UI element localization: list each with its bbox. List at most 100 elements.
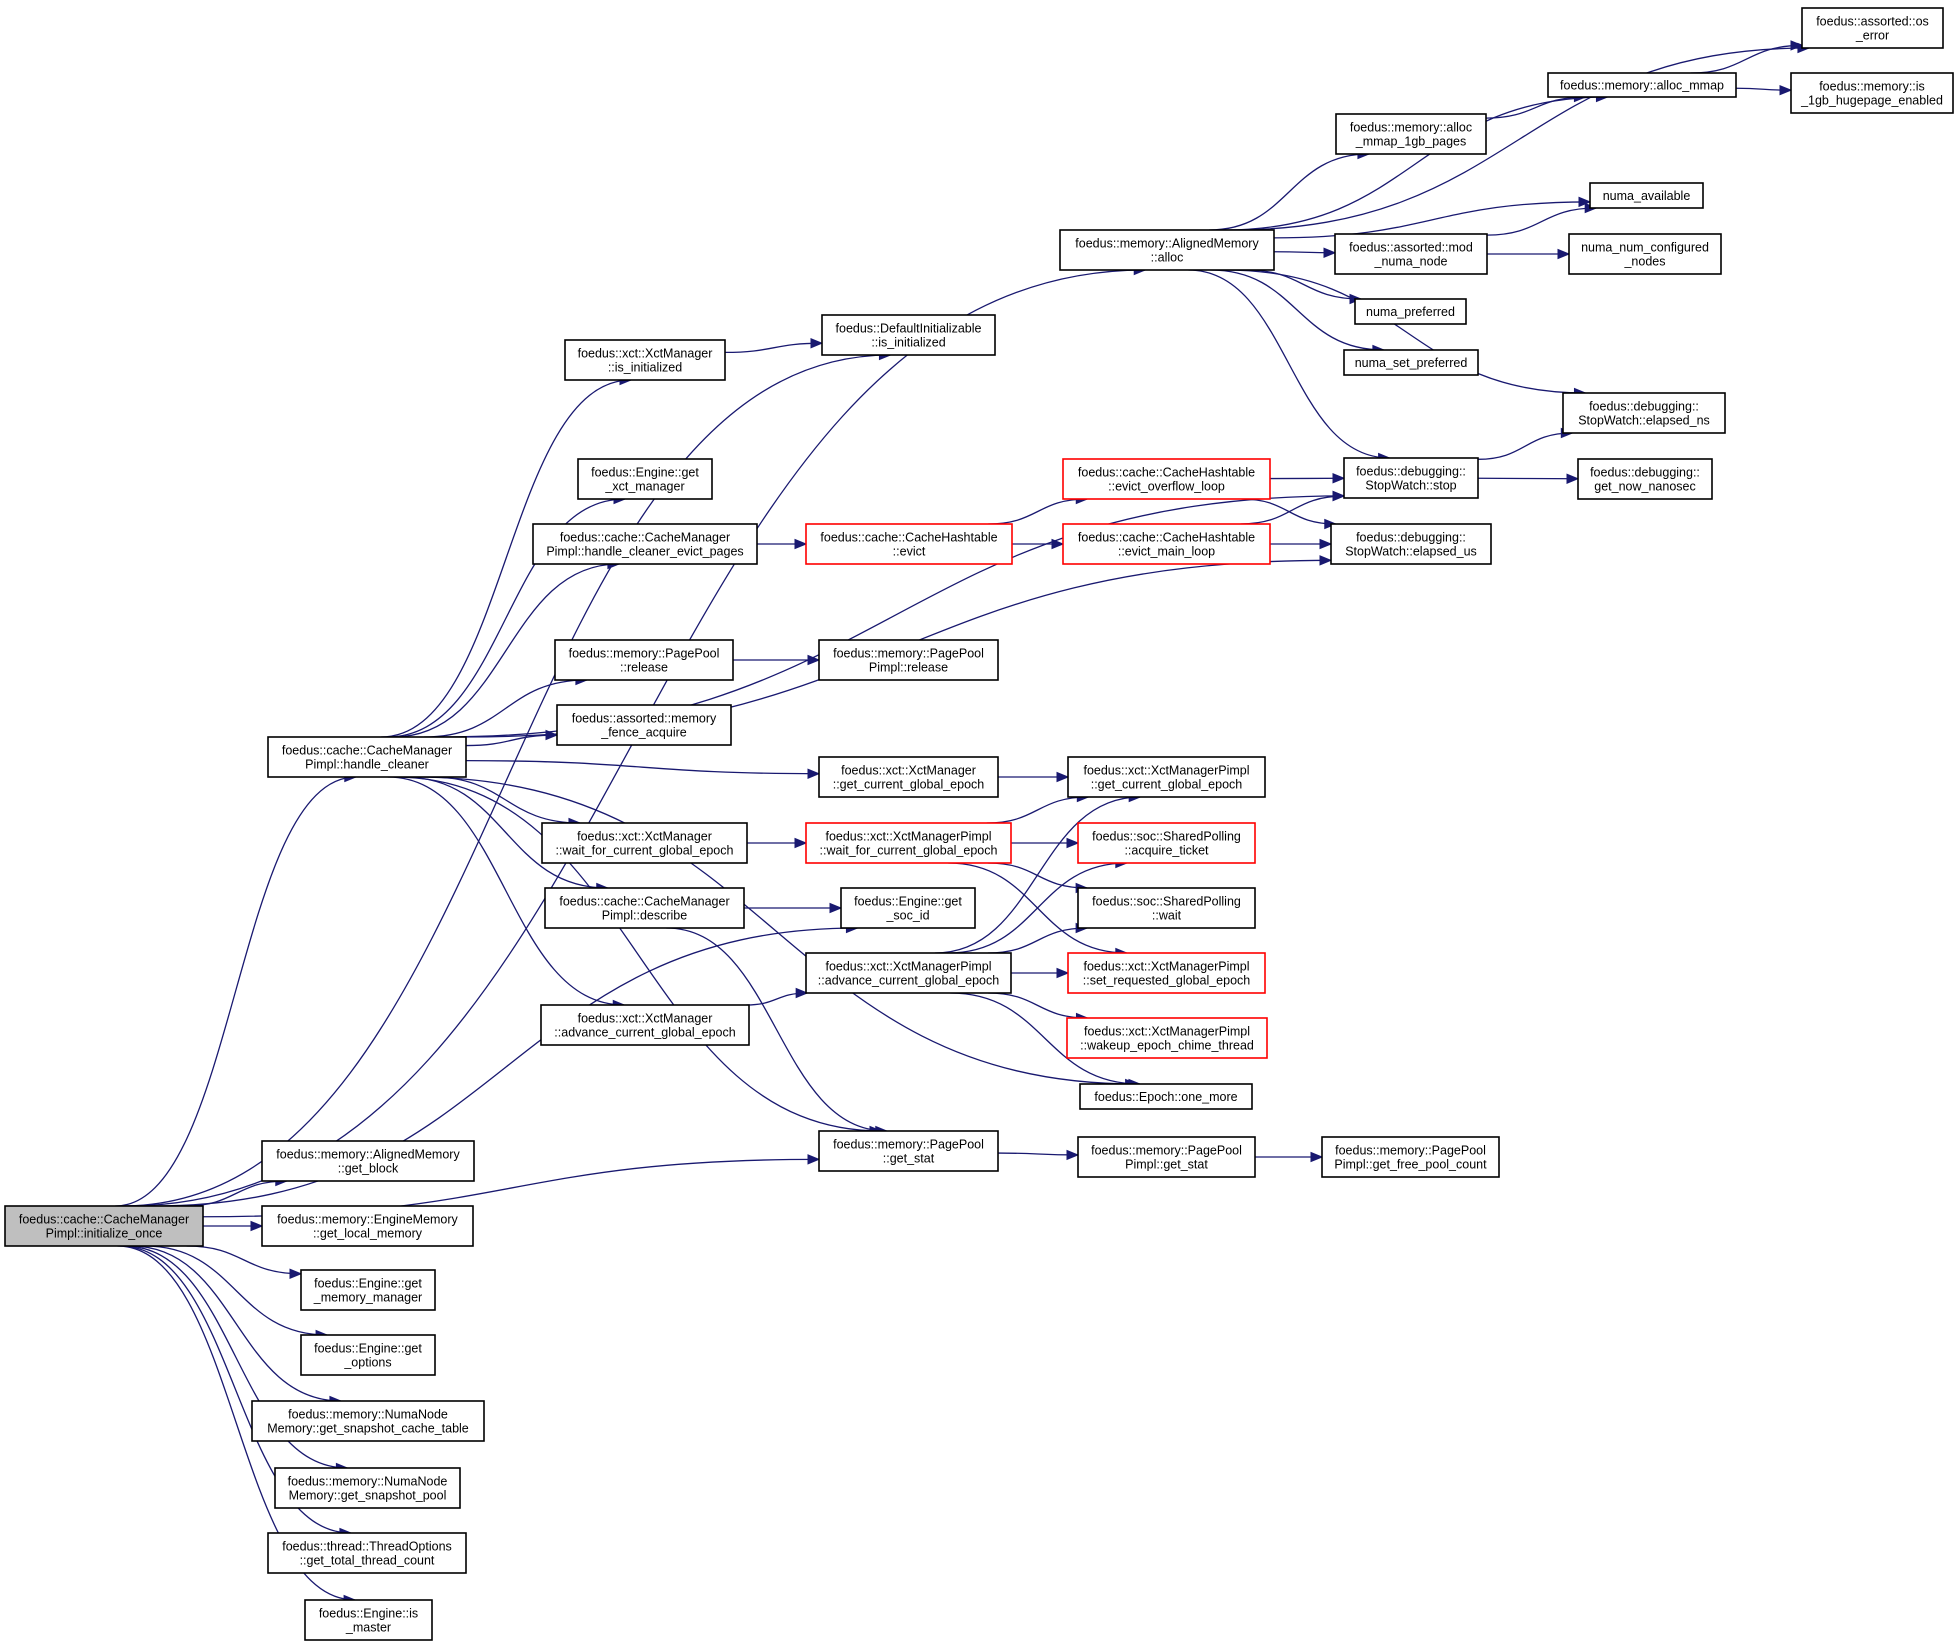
node-set_requested[interactable]: foedus::xct::XctManagerPimpl::set_reques… [1067,952,1266,994]
node-xct_advance[interactable]: foedus::xct::XctManager::advance_current… [540,1004,750,1046]
node-get_now_nanosec[interactable]: foedus::debugging::get_now_nanosec [1577,458,1713,500]
node-box[interactable] [1790,72,1954,114]
node-alloc_mmap_1gb[interactable]: foedus::memory::alloc_mmap_1gb_pages [1335,113,1487,155]
node-polling_wait[interactable]: foedus::soc::SharedPolling::wait [1077,887,1256,929]
node-is_master[interactable]: foedus::Engine::is_master [304,1599,433,1641]
node-epoch_one_more[interactable]: foedus::Epoch::one_more [1079,1083,1253,1110]
node-xctp_wait_cge[interactable]: foedus::xct::XctManagerPimpl::wait_for_c… [805,822,1012,864]
node-is_1gb[interactable]: foedus::memory::is_1gb_hugepage_enabled [1790,72,1954,114]
node-box[interactable] [821,314,996,356]
node-box[interactable] [544,887,745,929]
node-box[interactable] [1059,229,1275,271]
node-box[interactable] [261,1205,474,1247]
node-box[interactable] [1067,952,1266,994]
node-box[interactable] [261,1140,475,1182]
node-box[interactable] [1077,887,1256,929]
node-box[interactable] [532,523,758,565]
node-get_soc_id[interactable]: foedus::Engine::get_soc_id [840,887,976,929]
node-describe[interactable]: foedus::cache::CacheManagerPimpl::descri… [544,887,745,929]
node-box[interactable] [818,1130,999,1172]
node-box[interactable] [818,639,999,681]
node-box[interactable] [540,1004,750,1046]
node-numa_available[interactable]: numa_available [1589,182,1704,209]
node-sw_stop[interactable]: foedus::debugging::StopWatch::stop [1343,457,1479,499]
node-free_pool_count[interactable]: foedus::memory::PagePoolPimpl::get_free_… [1321,1136,1500,1178]
node-box[interactable] [1568,233,1722,275]
node-get_snapshot_pool[interactable]: foedus::memory::NumaNodeMemory::get_snap… [274,1467,461,1509]
node-xct_get_cge[interactable]: foedus::xct::XctManager::get_current_glo… [818,756,999,798]
node-os_error[interactable]: foedus::assorted::os_error [1801,7,1944,49]
node-box[interactable] [805,952,1012,994]
node-box[interactable] [1801,7,1944,49]
node-evict_main[interactable]: foedus::cache::CacheHashtable::evict_mai… [1062,523,1271,565]
node-acquire_ticket[interactable]: foedus::soc::SharedPolling::acquire_tick… [1077,822,1256,864]
node-box[interactable] [1335,113,1487,155]
node-box[interactable] [564,339,726,381]
node-xctp_get_cge[interactable]: foedus::xct::XctManagerPimpl::get_curren… [1067,756,1266,798]
node-sw_elapsed_ns[interactable]: foedus::debugging::StopWatch::elapsed_ns [1562,392,1726,434]
node-box[interactable] [267,736,467,778]
node-box[interactable] [274,1467,461,1509]
node-handle_cleaner[interactable]: foedus::cache::CacheManagerPimpl::handle… [267,736,467,778]
node-xctp_advance[interactable]: foedus::xct::XctManagerPimpl::advance_cu… [805,952,1012,994]
node-default_init[interactable]: foedus::DefaultInitializable::is_initial… [821,314,996,356]
node-box[interactable] [251,1400,485,1442]
node-box[interactable] [267,1532,467,1574]
node-pagepool_get_stat[interactable]: foedus::memory::PagePool::get_stat [818,1130,999,1172]
node-box[interactable] [1077,1136,1256,1178]
node-root[interactable]: foedus::cache::CacheManagerPimpl::initia… [4,1205,204,1247]
node-box[interactable] [1062,523,1271,565]
node-box[interactable] [840,887,976,929]
node-box[interactable] [1354,298,1467,325]
node-xct_is_init[interactable]: foedus::xct::XctManager::is_initialized [564,339,726,381]
node-box[interactable] [556,704,732,746]
node-numa_preferred[interactable]: numa_preferred [1354,298,1467,325]
node-get_options[interactable]: foedus::Engine::get_options [300,1334,436,1376]
node-get_block[interactable]: foedus::memory::AlignedMemory::get_block [261,1140,475,1182]
node-box[interactable] [1589,182,1704,209]
node-box[interactable] [1062,458,1271,500]
node-box[interactable] [1067,756,1266,798]
node-box[interactable] [1077,822,1256,864]
node-numa_num_nodes[interactable]: numa_num_configured_nodes [1568,233,1722,275]
node-get_memory_manager[interactable]: foedus::Engine::get_memory_manager [300,1269,436,1311]
node-box[interactable] [805,523,1013,565]
node-aligned_alloc[interactable]: foedus::memory::AlignedMemory::alloc [1059,229,1275,271]
node-box[interactable] [1343,457,1479,499]
node-box[interactable] [541,822,748,864]
node-alloc_mmap[interactable]: foedus::memory::alloc_mmap [1547,72,1737,98]
node-box[interactable] [1334,233,1488,275]
node-pagepool_release[interactable]: foedus::memory::PagePool::release [554,639,734,681]
node-sw_elapsed_us[interactable]: foedus::debugging::StopWatch::elapsed_us [1330,523,1492,565]
node-evict_overflow[interactable]: foedus::cache::CacheHashtable::evict_ove… [1062,458,1271,500]
node-handle_evict[interactable]: foedus::cache::CacheManagerPimpl::handle… [532,523,758,565]
node-hashtable_evict[interactable]: foedus::cache::CacheHashtable::evict [805,523,1013,565]
node-box[interactable] [1321,1136,1500,1178]
node-box[interactable] [1577,458,1713,500]
node-memory_fence[interactable]: foedus::assorted::memory_fence_acquire [556,704,732,746]
node-box[interactable] [554,639,734,681]
node-box[interactable] [1562,392,1726,434]
node-box[interactable] [300,1269,436,1311]
node-get_total_thread[interactable]: foedus::thread::ThreadOptions::get_total… [267,1532,467,1574]
node-box[interactable] [304,1599,433,1641]
node-box[interactable] [577,458,713,500]
node-numa_set_preferred[interactable]: numa_set_preferred [1343,349,1479,376]
node-box[interactable] [805,822,1012,864]
node-box[interactable] [818,756,999,798]
node-get_snapshot_cache[interactable]: foedus::memory::NumaNodeMemory::get_snap… [251,1400,485,1442]
node-box[interactable] [1079,1083,1253,1110]
node-get_local_memory[interactable]: foedus::memory::EngineMemory::get_local_… [261,1205,474,1247]
node-wakeup_chime[interactable]: foedus::xct::XctManagerPimpl::wakeup_epo… [1066,1017,1268,1059]
node-box[interactable] [300,1334,436,1376]
node-box[interactable] [1343,349,1479,376]
node-box[interactable] [1330,523,1492,565]
node-xct_wait_cge[interactable]: foedus::xct::XctManager::wait_for_curren… [541,822,748,864]
node-box[interactable] [1547,72,1737,98]
node-mod_numa_node[interactable]: foedus::assorted::mod_numa_node [1334,233,1488,275]
node-box[interactable] [4,1205,204,1247]
node-box[interactable] [1066,1017,1268,1059]
node-get_xct_manager[interactable]: foedus::Engine::get_xct_manager [577,458,713,500]
